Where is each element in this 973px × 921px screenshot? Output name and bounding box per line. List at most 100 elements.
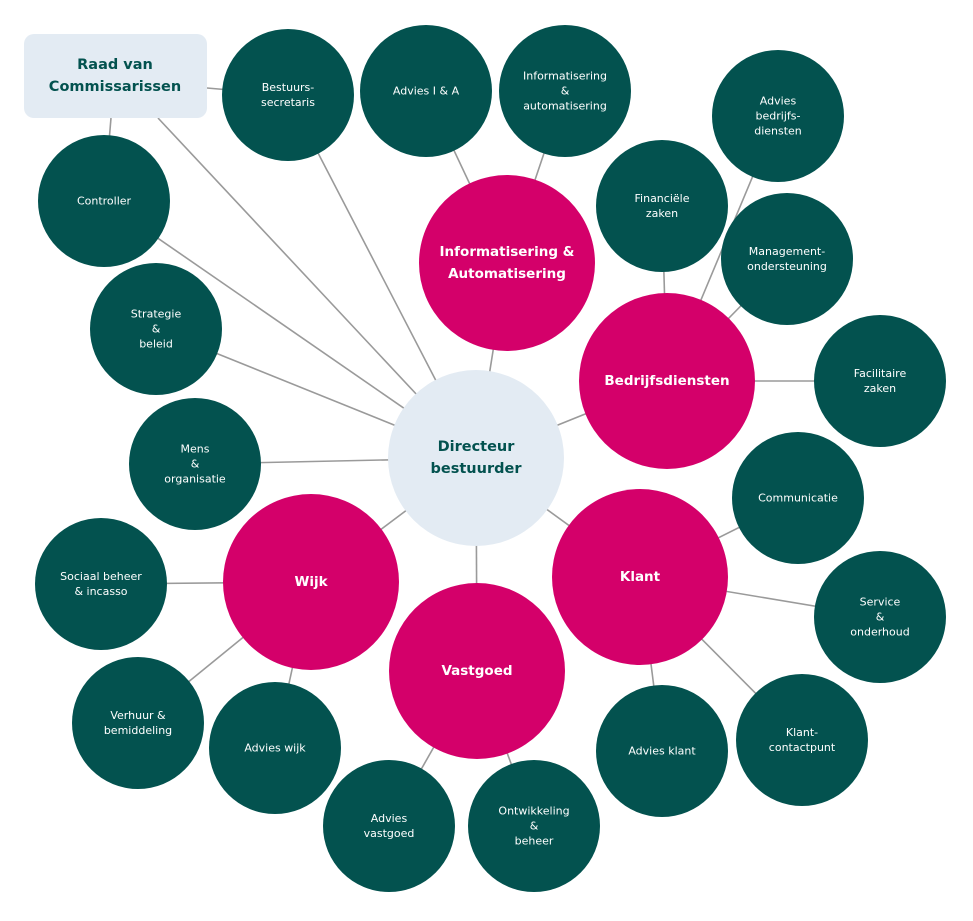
node-unit-circle bbox=[736, 674, 868, 806]
node-label-line: Directeur bbox=[438, 439, 516, 455]
node-label-line: zaken bbox=[864, 382, 896, 395]
node-department-circle bbox=[419, 175, 595, 351]
node-label-line: & bbox=[876, 611, 885, 624]
node-department-vastgoed: Vastgoed bbox=[389, 583, 565, 759]
node-label-line: organisatie bbox=[164, 473, 226, 486]
node-label-line: Vastgoed bbox=[441, 663, 512, 679]
node-label-line: Bedrijfsdiensten bbox=[604, 373, 729, 389]
node-label-line: Automatisering bbox=[448, 266, 566, 282]
node-unit-circle bbox=[38, 135, 170, 267]
node-label-line: & bbox=[561, 85, 570, 98]
node-label-line: automatisering bbox=[523, 100, 607, 113]
node-unit-circle bbox=[468, 760, 600, 892]
node-label-line: Communicatie bbox=[758, 492, 838, 505]
node-label-line: Ontwikkeling bbox=[498, 805, 569, 818]
node-center-circle bbox=[388, 370, 564, 546]
node-label-line: onderhoud bbox=[850, 626, 909, 639]
node-unit-sociaal: Sociaal beheer & incasso bbox=[35, 518, 167, 650]
node-label-line: Sociaal beheer bbox=[60, 570, 142, 583]
node-unit-circle bbox=[596, 685, 728, 817]
node-unit-verhuur: Verhuur & bemiddeling bbox=[72, 657, 204, 789]
node-label-line: Management- bbox=[749, 245, 825, 258]
node-unit-advies-ia: Advies I & A bbox=[360, 25, 492, 157]
node-unit-facilitaire-zaken: Facilitaire zaken bbox=[814, 315, 946, 447]
node-label-line: secretaris bbox=[261, 96, 315, 109]
node-unit-circle bbox=[360, 25, 492, 157]
node-label-line: zaken bbox=[646, 207, 678, 220]
node-unit-mens: Mens & organisatie bbox=[129, 398, 261, 530]
node-label-line: Facilitaire bbox=[854, 367, 907, 380]
node-unit-circle bbox=[72, 657, 204, 789]
node-unit-advies-klant: Advies klant bbox=[596, 685, 728, 817]
node-unit-circle bbox=[732, 432, 864, 564]
node-label-line: & incasso bbox=[74, 585, 127, 598]
node-label-line: Advies I & A bbox=[393, 85, 460, 98]
node-unit-info-auto: Informatisering & automatisering bbox=[499, 25, 631, 157]
node-department-circle bbox=[223, 494, 399, 670]
node-label-line: & bbox=[191, 458, 200, 471]
node-unit-circle bbox=[814, 551, 946, 683]
node-label-line: Financiële bbox=[635, 192, 690, 205]
node-label-line: diensten bbox=[754, 125, 802, 138]
node-label-line: Strategie bbox=[131, 308, 182, 321]
node-label-line: beheer bbox=[515, 835, 554, 848]
node-unit-circle bbox=[712, 50, 844, 182]
node-department-wijk: Wijk bbox=[223, 494, 399, 670]
node-department-klant: Klant bbox=[552, 489, 728, 665]
node-unit-advies-vastgoed: Advies vastgoed bbox=[323, 760, 455, 892]
node-label-line: bestuurder bbox=[431, 461, 523, 477]
node-unit-circle bbox=[35, 518, 167, 650]
node-label-line: Advies wijk bbox=[244, 742, 306, 755]
node-unit-ontwikkeling: Ontwikkeling & beheer bbox=[468, 760, 600, 892]
node-unit-advies-wijk: Advies wijk bbox=[209, 682, 341, 814]
node-label-line: bedrijfs- bbox=[756, 110, 801, 123]
node-unit-communicatie: Communicatie bbox=[732, 432, 864, 564]
node-unit-circle bbox=[90, 263, 222, 395]
node-department-ia: Informatisering & Automatisering bbox=[419, 175, 595, 351]
node-label-line: Klant- bbox=[786, 726, 818, 739]
node-center-directeur: Directeur bestuurder bbox=[388, 370, 564, 546]
node-label-line: Informatisering & bbox=[440, 244, 575, 260]
node-department-circle bbox=[579, 293, 755, 469]
node-department-circle bbox=[552, 489, 728, 665]
node-unit-circle bbox=[499, 25, 631, 157]
node-label-line: Advies klant bbox=[628, 745, 696, 758]
node-label-line: & bbox=[152, 323, 161, 336]
node-label-line: Advies bbox=[760, 95, 797, 108]
node-label-line: & bbox=[530, 820, 539, 833]
node-unit-circle bbox=[129, 398, 261, 530]
node-unit-controller: Controller bbox=[38, 135, 170, 267]
node-unit-circle bbox=[222, 29, 354, 161]
node-label-line: Informatisering bbox=[523, 70, 607, 83]
node-unit-klantcontactpunt: Klant-contactpunt bbox=[736, 674, 868, 806]
node-label-line: vastgoed bbox=[364, 827, 415, 840]
node-label-line: Mens bbox=[181, 443, 210, 456]
node-unit-bestuurssecretaris: Bestuurs-secretaris bbox=[222, 29, 354, 161]
node-department-circle bbox=[389, 583, 565, 759]
node-label-line: contactpunt bbox=[769, 741, 836, 754]
node-label-line: ondersteuning bbox=[747, 260, 827, 273]
node-unit-circle bbox=[209, 682, 341, 814]
node-unit-strategie: Strategie & beleid bbox=[90, 263, 222, 395]
node-label-line: Wijk bbox=[294, 574, 328, 590]
node-unit-service: Service & onderhoud bbox=[814, 551, 946, 683]
node-label-line: Raad van bbox=[77, 57, 153, 73]
node-label-line: beleid bbox=[139, 338, 173, 351]
node-unit-circle bbox=[596, 140, 728, 272]
node-label-line: Commissarissen bbox=[49, 79, 181, 95]
node-department-bedrijfsdiensten: Bedrijfsdiensten bbox=[579, 293, 755, 469]
node-label-line: Klant bbox=[620, 569, 661, 585]
node-label-line: Controller bbox=[77, 195, 132, 208]
board-box bbox=[24, 34, 207, 118]
node-unit-circle bbox=[814, 315, 946, 447]
node-unit-circle bbox=[323, 760, 455, 892]
node-unit-financiele-zaken: Financiële zaken bbox=[596, 140, 728, 272]
node-unit-circle bbox=[721, 193, 853, 325]
node-label-line: Advies bbox=[371, 812, 408, 825]
node-label-line: bemiddeling bbox=[104, 724, 172, 737]
node-label-line: Verhuur & bbox=[110, 709, 166, 722]
node-label-line: Service bbox=[860, 596, 901, 609]
